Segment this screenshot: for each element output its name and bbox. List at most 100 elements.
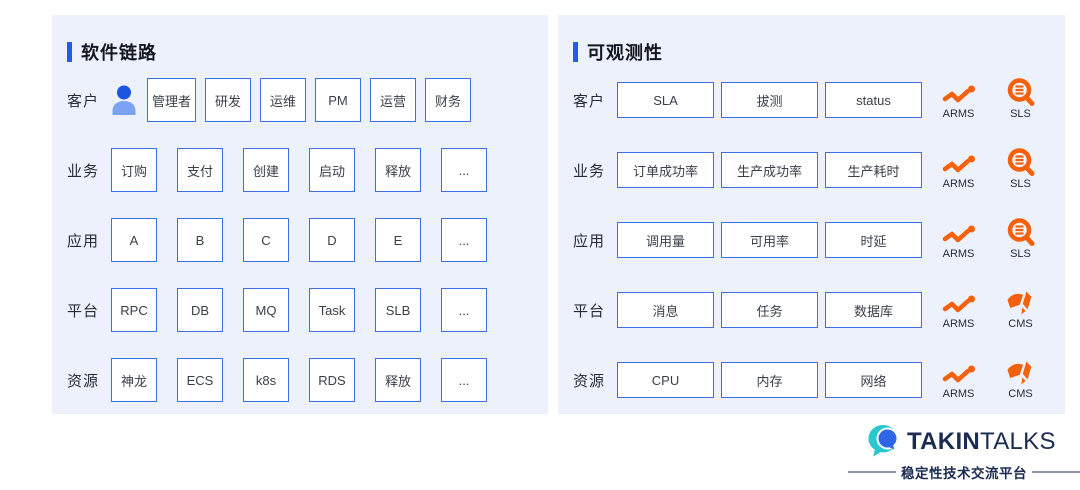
row-label: 应用 [67,232,100,250]
tool-label: ARMS [942,107,975,120]
chain-box: ... [441,358,487,402]
chain-box: PM [315,78,362,122]
tool-sls: SLS [997,217,1044,260]
panel-row-业务: 业务订购支付创建启动释放... [52,148,548,192]
tool-arms: ARMS [935,151,982,190]
box-group: 订购支付创建启动释放... [111,148,487,192]
chain-box: 管理者 [147,78,197,122]
arms-icon [942,361,976,387]
chain-box: C [243,218,289,262]
chain-box: RDS [309,358,355,402]
tool-arms: ARMS [935,291,982,330]
chain-box: 释放 [375,358,421,402]
brand-name: TAKINTALKS [907,428,1056,456]
tool-label: SLS [1010,177,1031,190]
chain-box: 运维 [260,78,307,122]
sls-icon [1006,147,1036,177]
row-label: 应用 [573,232,606,250]
tool-label: CMS [1008,317,1033,330]
title-accent-bar [67,42,72,62]
arms-icon [942,291,976,317]
metric-box: 订单成功率 [617,152,714,188]
tool-label: ARMS [942,177,975,190]
arms-icon [942,221,976,247]
chain-box: SLB [375,288,421,332]
chain-box: 研发 [205,78,252,122]
chain-box: E [375,218,421,262]
panel-title: 可观测性 [573,39,663,65]
row-label: 平台 [67,302,100,320]
chain-box: A [111,218,157,262]
panel-row-平台: 平台消息任务数据库 ARMS CMS [558,288,1065,332]
brand-tagline: 稳定性技术交流平台 [848,462,1080,482]
tool-cms: CMS [997,361,1044,400]
metric-box: 数据库 [825,292,922,328]
brand-takin: TAKIN [907,427,981,455]
row-label: 业务 [67,162,100,180]
metric-box: 可用率 [721,222,818,258]
tagline-text: 稳定性技术交流平台 [901,466,1027,481]
panel-title-text: 软件链路 [81,43,157,63]
chain-box: B [177,218,223,262]
box-group: 调用量可用率时延 [617,222,922,258]
metric-box: 消息 [617,292,714,328]
row-label: 资源 [573,372,606,390]
chain-box: D [309,218,355,262]
tool-cms: CMS [997,291,1044,330]
metric-box: CPU [617,362,714,398]
cms-icon [1006,361,1036,387]
tool-arms: ARMS [935,361,982,400]
row-label: 平台 [573,302,606,320]
panel-title-text: 可观测性 [587,43,663,63]
chain-box: ECS [177,358,223,402]
chain-box: ... [441,148,487,192]
metric-box: SLA [617,82,714,118]
chain-box: MQ [243,288,289,332]
chain-box: 运营 [370,78,417,122]
metric-box: 生产耗时 [825,152,922,188]
chain-box: 支付 [177,148,223,192]
sls-icon [1006,77,1036,107]
tool-group: ARMS SLS [935,77,1044,120]
chain-box: 释放 [375,148,421,192]
row-label: 客户 [67,92,100,110]
tool-label: ARMS [942,317,975,330]
person-icon [111,85,137,115]
arms-icon [942,151,976,177]
chain-box: 订购 [111,148,157,192]
row-label: 资源 [67,372,100,390]
metric-box: 生产成功率 [721,152,818,188]
metric-box: 时延 [825,222,922,258]
chain-box: k8s [243,358,289,402]
tool-label: CMS [1008,387,1033,400]
panel-title: 软件链路 [67,39,157,65]
metric-box: 拔测 [721,82,818,118]
arms-icon [942,81,976,107]
row-label: 客户 [573,92,606,110]
chain-box: 财务 [425,78,472,122]
metric-box: 网络 [825,362,922,398]
chain-box: 启动 [309,148,355,192]
tool-label: SLS [1010,247,1031,260]
tool-sls: SLS [997,77,1044,120]
chain-box: Task [309,288,355,332]
box-group: 消息任务数据库 [617,292,922,328]
tool-group: ARMS CMS [935,361,1044,400]
chain-box: DB [177,288,223,332]
chain-box: 创建 [243,148,289,192]
tool-arms: ARMS [935,81,982,120]
cms-icon [1006,291,1036,317]
